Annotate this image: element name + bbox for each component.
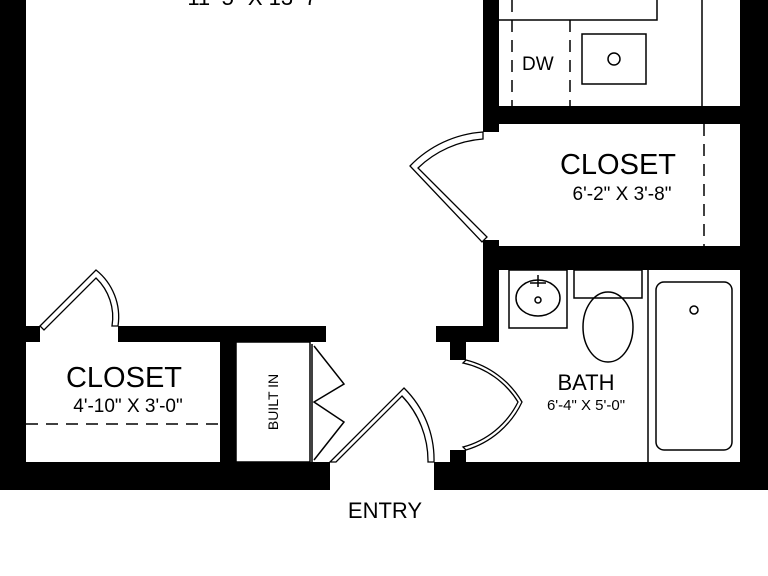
bath: BATH 6'-4" X 5'-0" [461, 269, 733, 462]
bottom-wall-left [0, 462, 330, 490]
builtin-cabinet [235, 341, 311, 463]
closet-right-bottom-wall [483, 246, 768, 270]
closet-left-name: CLOSET [66, 362, 182, 394]
toilet-bowl [582, 291, 634, 363]
kitchen-sink [581, 33, 647, 85]
built-in-label: BUILT IN [265, 374, 281, 430]
toilet-tank [573, 269, 643, 299]
kitchen-left-wall [483, 0, 499, 132]
bottom-wall-right [434, 462, 768, 490]
dw-label: DW [522, 54, 554, 75]
bath-name: BATH [557, 370, 614, 395]
bifold-doors [312, 345, 346, 461]
right-exterior-wall [740, 0, 768, 490]
room-dimension-top: 11'-5" X 13'-7" [187, 0, 324, 10]
closet-right-name: CLOSET [560, 149, 676, 181]
tub-drain [689, 305, 699, 315]
bath-door-jamb-top [450, 342, 466, 360]
bath-vanity [508, 269, 568, 329]
kitchen-bottom-wall [483, 106, 768, 124]
walls [0, 0, 768, 490]
bath-door-jamb-bottom [450, 450, 466, 464]
entry-label: ENTRY [348, 498, 422, 523]
entry-door [328, 387, 435, 463]
builtin-left-wall [220, 342, 236, 462]
closet-left-dimension: 4'-10" X 3'-0" [73, 396, 182, 417]
builtin-entry: BUILT IN ENTRY [235, 341, 435, 523]
bathtub [655, 281, 733, 451]
counter-edge [499, 0, 658, 21]
bath-faucet [530, 275, 546, 287]
bath-left-wall-upper [436, 326, 499, 342]
bath-sink-drain [534, 296, 542, 304]
closet-right-dimension: 6'-2" X 3'-8" [573, 184, 672, 205]
bath-dimension: 6'-4" X 5'-0" [547, 397, 625, 414]
closet-left-top-wall [118, 326, 326, 342]
kitchen-sink-drain [607, 52, 621, 66]
bath-door [461, 359, 523, 451]
left-exterior-wall [0, 0, 26, 490]
closet-left-door [39, 269, 120, 331]
kitchen-fixtures: DW [499, 0, 703, 106]
closet-right: CLOSET 6'-2" X 3'-8" [409, 124, 705, 246]
closet-left: CLOSET 4'-10" X 3'-0" [26, 269, 220, 425]
closet-right-door [409, 131, 488, 243]
closet-left-top-wall-stub [26, 326, 40, 342]
